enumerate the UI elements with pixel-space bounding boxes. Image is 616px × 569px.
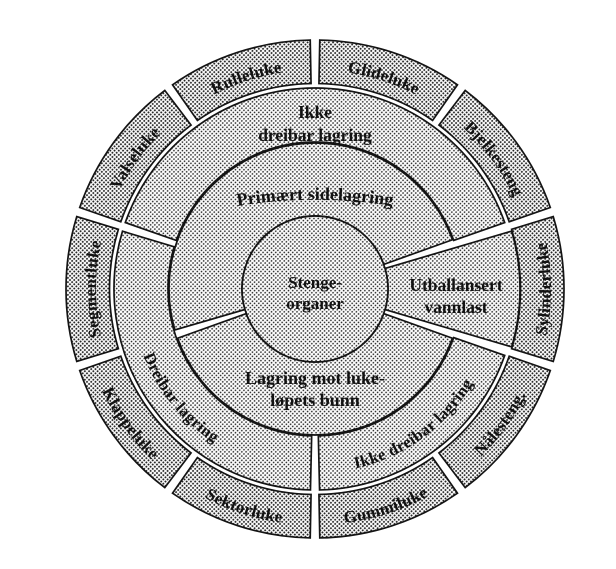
middle-ring-sector-dreibar-lagring xyxy=(113,230,313,491)
outer-label-sylinderluke: Sylinderluke xyxy=(531,241,555,337)
outer-sector-glideluke xyxy=(318,39,459,122)
diagram-sectors xyxy=(65,39,565,539)
outer-sector-sylinderluke xyxy=(510,215,565,363)
outer-sector-nalesteng xyxy=(437,355,552,489)
outer-sector-klappeluke xyxy=(78,355,193,489)
middle-ring-label-ikke-dreibar-lagring-top-line2: dreibar lagring xyxy=(258,125,372,145)
inner-ring-label-bunn-line2: løpets bunn xyxy=(270,390,360,410)
center-label-line2: organer xyxy=(286,294,344,313)
inner-ring-label-bunn-line1: Lagring mot luke- xyxy=(245,368,385,388)
outer-sector-sektorluke xyxy=(171,456,312,539)
wedge-label-line1: Utballansert xyxy=(409,275,503,295)
outer-sector-gummiluke xyxy=(318,456,459,539)
outer-sector-segmentluke xyxy=(65,215,120,363)
wedge-label-line2: vannlast xyxy=(424,297,487,317)
outer-sector-valseluke xyxy=(78,89,193,223)
outer-sector-rulleluke xyxy=(171,39,312,122)
outer-sector-bjelkesteng xyxy=(437,89,552,223)
middle-ring-sector-ikke-dreibar-lagring-bottom xyxy=(317,336,506,491)
middle-ring-sector-ikke-dreibar-lagring-top xyxy=(124,87,506,242)
center-label-line1: Stenge- xyxy=(288,273,342,292)
center-circle xyxy=(241,215,389,363)
middle-ring-label-ikke-dreibar-lagring-top-line1: Ikke xyxy=(298,102,332,122)
